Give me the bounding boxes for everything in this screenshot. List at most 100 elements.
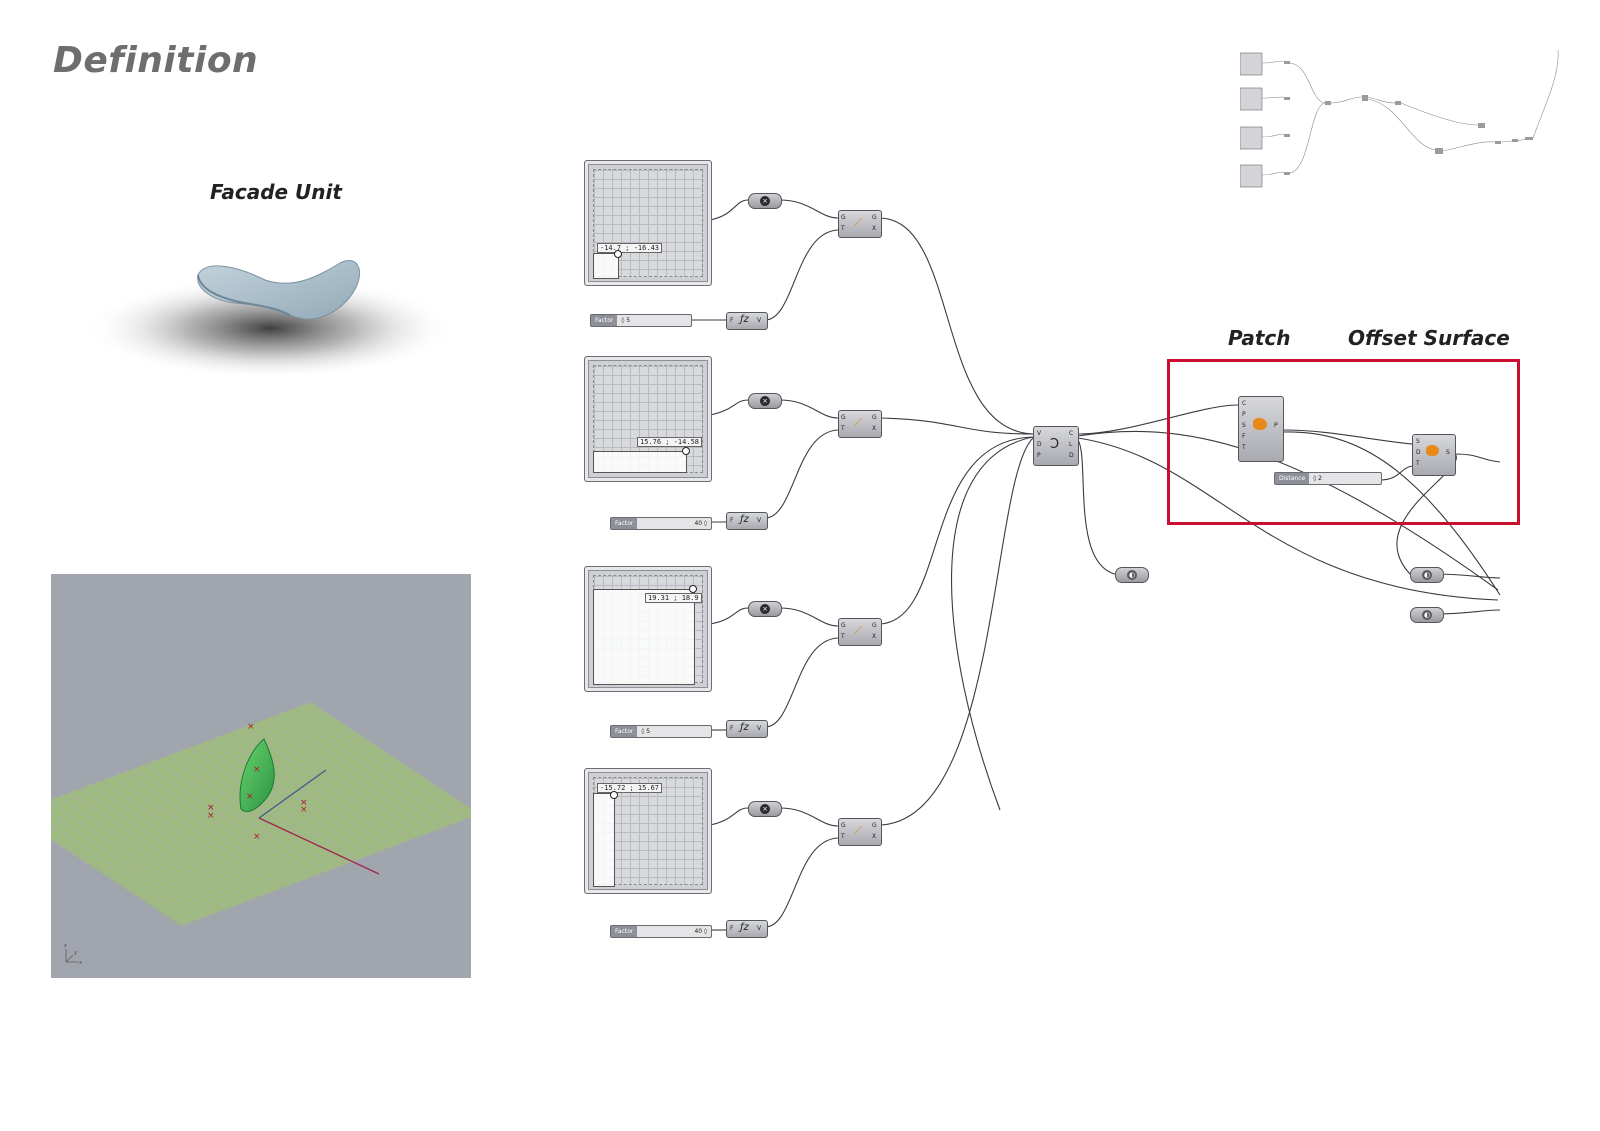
svg-text:y: y	[74, 950, 77, 956]
port-label: D	[1069, 452, 1074, 459]
pad-handle[interactable]	[682, 447, 690, 455]
port-label: T	[1242, 444, 1246, 451]
pad-handle[interactable]	[689, 585, 697, 593]
factor-slider-1[interactable]: Factor ◊ 5	[590, 314, 692, 327]
port-label: P	[1274, 422, 1278, 429]
highlight-box	[1167, 359, 1520, 525]
patch-icon	[1253, 418, 1267, 430]
graph-mapper-node-2[interactable]: G T G X ⟋	[838, 410, 882, 438]
svg-text:×: ×	[207, 803, 215, 813]
expression-node-4[interactable]: F V ƒz	[726, 920, 768, 938]
port-label: L	[1069, 441, 1073, 448]
port-label: F	[1242, 433, 1246, 440]
curve-icon: ◐	[1127, 570, 1137, 580]
graph-mapper-node-1[interactable]: G T G X ⟋	[838, 210, 882, 238]
pad-coord-readout: -14.7 ; -16.43	[597, 243, 663, 253]
curve-icon: ◐	[1422, 610, 1432, 620]
offset-surface-icon	[1426, 445, 1439, 456]
svg-text:×: ×	[253, 832, 261, 842]
expression-node-3[interactable]: F V ƒz	[726, 720, 768, 738]
port-label: X	[872, 425, 877, 432]
multiply-icon: ×	[760, 804, 770, 814]
port-label: D	[1037, 441, 1042, 448]
port-label: T	[841, 833, 845, 840]
facade-unit-label: Facade Unit	[210, 180, 342, 204]
pad-coord-readout: -15.72 ; 15.67	[597, 783, 663, 793]
svg-text:×: ×	[253, 765, 261, 775]
pad-fill	[593, 589, 695, 685]
pad-handle[interactable]	[614, 250, 622, 258]
slider-name: Factor	[591, 315, 618, 326]
pad-coord-readout: 15.76 ; -14.58	[637, 437, 703, 447]
port-label: D	[1416, 449, 1421, 456]
pad-handle[interactable]	[610, 791, 618, 799]
graph-mapper-node-4[interactable]: G T G X ⟋	[838, 818, 882, 846]
svg-text:×: ×	[207, 811, 215, 821]
graph-mapper-pad-3[interactable]: 19.31 ; 18.9	[584, 566, 712, 692]
port-label: F	[730, 517, 734, 524]
expression-node-1[interactable]: F V ƒz	[726, 312, 768, 330]
svg-text:x: x	[79, 960, 82, 966]
port-label: G	[872, 214, 877, 221]
interpolate-curve-node[interactable]: V D P C L D Ɔ	[1033, 426, 1079, 466]
factor-slider-3[interactable]: Factor ◊ 5	[610, 725, 712, 738]
slider-value: ◊ 5	[641, 728, 651, 735]
expression-icon: ƒz	[740, 314, 749, 325]
graph-mapper-node-3[interactable]: G T G X ⟋	[838, 618, 882, 646]
graph-mapper-icon: ⟋	[854, 416, 862, 429]
patch-label: Patch	[1228, 326, 1291, 350]
port-label: C	[1069, 430, 1074, 437]
port-label: S	[1416, 438, 1420, 445]
svg-text:z: z	[64, 943, 67, 949]
offset-surface-node[interactable]: S D T S	[1412, 434, 1456, 476]
slider-value: 40 ◊	[694, 928, 707, 935]
slider-name: Distance	[1275, 473, 1310, 484]
pad-fill	[593, 253, 619, 279]
port-label: T	[841, 633, 845, 640]
canvas-minimap[interactable]	[1240, 45, 1570, 215]
multiply-icon: ×	[760, 396, 770, 406]
curve-param-1[interactable]: ◐	[1115, 567, 1149, 583]
port-label: P	[1242, 411, 1246, 418]
port-label: G	[841, 214, 846, 221]
graph-mapper-pad-2[interactable]: 15.76 ; -14.58	[584, 356, 712, 482]
distance-slider[interactable]: Distance ◊ 2	[1274, 472, 1382, 485]
graph-mapper-pad-1[interactable]: -14.7 ; -16.43	[584, 160, 712, 286]
pad-fill	[593, 793, 615, 887]
port-label: V	[757, 517, 762, 524]
port-label: V	[757, 925, 762, 932]
factor-slider-4[interactable]: Factor 40 ◊	[610, 925, 712, 938]
curve-param-3[interactable]: ◐	[1410, 607, 1444, 623]
port-label: G	[841, 822, 846, 829]
multiply-icon: ×	[760, 196, 770, 206]
viewport-scene: × × × × × × × × zxy	[51, 701, 471, 966]
factor-slider-2[interactable]: Factor 40 ◊	[610, 517, 712, 530]
multiply-node-4[interactable]: ×	[748, 801, 782, 817]
port-label: T	[1416, 460, 1420, 467]
svg-text:×: ×	[247, 722, 255, 732]
patch-node[interactable]: C P S F T P	[1238, 396, 1284, 462]
port-label: V	[1037, 430, 1042, 437]
port-label: G	[872, 622, 877, 629]
page-title: Definition	[53, 40, 259, 81]
graph-mapper-pad-4[interactable]: -15.72 ; 15.67	[584, 768, 712, 894]
curve-icon: ◐	[1422, 570, 1432, 580]
port-label: P	[1037, 452, 1041, 459]
port-label: G	[872, 414, 877, 421]
expression-icon: ƒz	[740, 514, 749, 525]
multiply-node-1[interactable]: ×	[748, 193, 782, 209]
slider-value: ◊ 5	[621, 317, 631, 324]
curve-param-2[interactable]: ◐	[1410, 567, 1444, 583]
facade-unit-render	[85, 260, 455, 375]
port-label: X	[872, 833, 877, 840]
port-label: G	[841, 414, 846, 421]
multiply-node-3[interactable]: ×	[748, 601, 782, 617]
port-label: X	[872, 633, 877, 640]
slider-name: Factor	[611, 518, 638, 529]
port-label: V	[757, 317, 762, 324]
port-label: X	[872, 225, 877, 232]
multiply-node-2[interactable]: ×	[748, 393, 782, 409]
expression-node-2[interactable]: F V ƒz	[726, 512, 768, 530]
port-label: F	[730, 725, 734, 732]
